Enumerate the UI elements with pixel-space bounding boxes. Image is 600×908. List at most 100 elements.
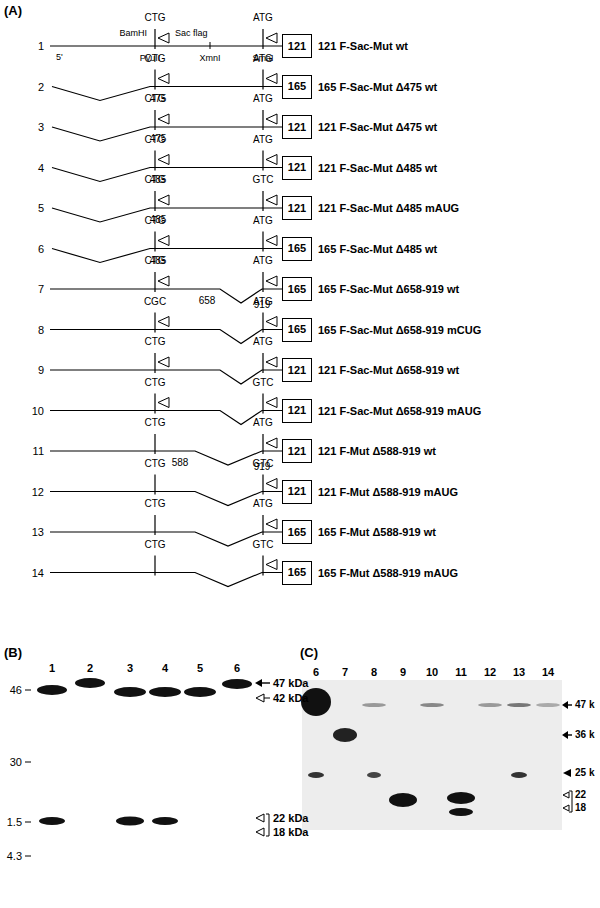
construct-line — [50, 330, 282, 344]
row-number: 13 — [32, 527, 44, 538]
construct-name: 165 F-Sac-Mut Δ475 wt — [318, 81, 437, 92]
codon-tick — [262, 353, 263, 373]
blot-band — [389, 793, 417, 807]
protein-box: 165 — [282, 520, 312, 544]
codon-label: ATG — [253, 135, 273, 145]
flag-triangle — [266, 114, 277, 124]
blot-band — [511, 772, 527, 778]
blot-band — [114, 687, 146, 697]
lane-number: 10 — [426, 667, 438, 678]
codon-label: ATG — [253, 94, 273, 104]
box-label: 165 — [288, 81, 306, 92]
blot-band — [333, 728, 357, 742]
open-triangle — [563, 792, 569, 798]
construct-name: 121 F-Sac-Mut Δ658-919 mAUG — [318, 405, 481, 416]
blot-band — [367, 772, 381, 778]
codon-tick — [154, 191, 155, 211]
site-tick — [210, 42, 211, 49]
codon-label: GTC — [252, 175, 273, 185]
blot-band — [37, 685, 67, 695]
blot-band — [75, 678, 105, 688]
lane-number: 12 — [484, 667, 496, 678]
lane-number: 11 — [455, 667, 467, 678]
row-number: 5 — [38, 203, 44, 214]
open-triangle — [256, 814, 264, 822]
codon-tick — [262, 272, 263, 292]
blot-ground — [302, 680, 562, 830]
codon-label: CTG — [144, 337, 165, 347]
construct-name: 121 F-Sac-Mut Δ485 wt — [318, 162, 437, 173]
arrow-shaft — [264, 698, 270, 699]
box-label: 121 — [288, 41, 306, 52]
construct-name: 165 F-Sac-Mut Δ658-919 wt — [318, 284, 459, 295]
lane-number: 1 — [49, 663, 55, 674]
flag-triangle — [266, 438, 277, 448]
blot-band — [222, 679, 252, 689]
arrow-head — [562, 701, 568, 709]
codon-tick — [154, 313, 155, 333]
blot-band — [308, 772, 324, 778]
flag-triangle — [158, 155, 169, 165]
codon-tick — [154, 394, 155, 414]
open-triangle — [563, 805, 569, 811]
flag-triangle — [266, 155, 277, 165]
box-label: 165 — [288, 243, 306, 254]
codon-tick — [154, 475, 155, 495]
flag-triangle — [266, 317, 277, 327]
flag-triangle — [266, 74, 277, 84]
lane-number: 13 — [513, 667, 525, 678]
lane-number: 14 — [542, 667, 554, 678]
construct-line — [50, 45, 282, 46]
size-marker: 4.3 — [7, 851, 22, 862]
box-label: 121 — [288, 122, 306, 133]
site-label: Sac flag — [175, 29, 208, 38]
band-size: 25 k — [575, 768, 594, 778]
codon-label: CGC — [144, 297, 166, 307]
marker-tick — [25, 762, 31, 763]
codon-label: CTG — [144, 418, 165, 428]
row-number: 14 — [32, 567, 44, 578]
codon-tick — [262, 475, 263, 495]
codon-tick — [262, 313, 263, 333]
flag-triangle — [158, 236, 169, 246]
lane-number: 8 — [371, 667, 377, 678]
protein-box: 121 — [282, 34, 312, 58]
codon-tick — [154, 70, 155, 90]
lane-number: 9 — [400, 667, 406, 678]
codon-tick — [154, 151, 155, 171]
flag-triangle — [158, 114, 169, 124]
band-size: 42 kDa — [273, 693, 308, 704]
blot-band — [149, 687, 181, 697]
row-number: 7 — [38, 284, 44, 295]
protein-box: 121 — [282, 156, 312, 180]
box-label: 165 — [288, 567, 306, 578]
construct-name: 121 F-Sac-Mut Δ475 wt — [318, 122, 437, 133]
codon-label: CTG — [144, 459, 165, 469]
box-label: 165 — [288, 527, 306, 538]
open-triangle — [256, 828, 264, 836]
codon-label: CTG — [144, 378, 165, 388]
codon-label: ATG — [253, 216, 273, 226]
codon-label: CTG — [144, 135, 165, 145]
construct-line — [52, 208, 282, 222]
marker-tick — [25, 822, 31, 823]
blot-band — [449, 808, 473, 816]
codon-tick — [154, 515, 155, 535]
bracket — [266, 814, 269, 836]
construct-line — [52, 249, 282, 263]
protein-box: 121 — [282, 480, 312, 504]
codon-label: GTC — [252, 459, 273, 469]
protein-box: 121 — [282, 358, 312, 382]
codon-tick — [154, 29, 155, 49]
codon-tick — [154, 110, 155, 130]
construct-name: 165 F-Sac-Mut Δ485 wt — [318, 243, 437, 254]
codon-tick — [262, 434, 263, 454]
band-size: 47 kDa — [273, 678, 308, 689]
codon-tick — [262, 515, 263, 535]
blot-band — [507, 703, 531, 707]
bracket — [569, 791, 572, 812]
construct-line — [50, 532, 282, 546]
flag-triangle — [266, 479, 277, 489]
construct-name: 121 F-Sac-Mut wt — [318, 41, 408, 52]
lane-number: 4 — [162, 663, 168, 674]
